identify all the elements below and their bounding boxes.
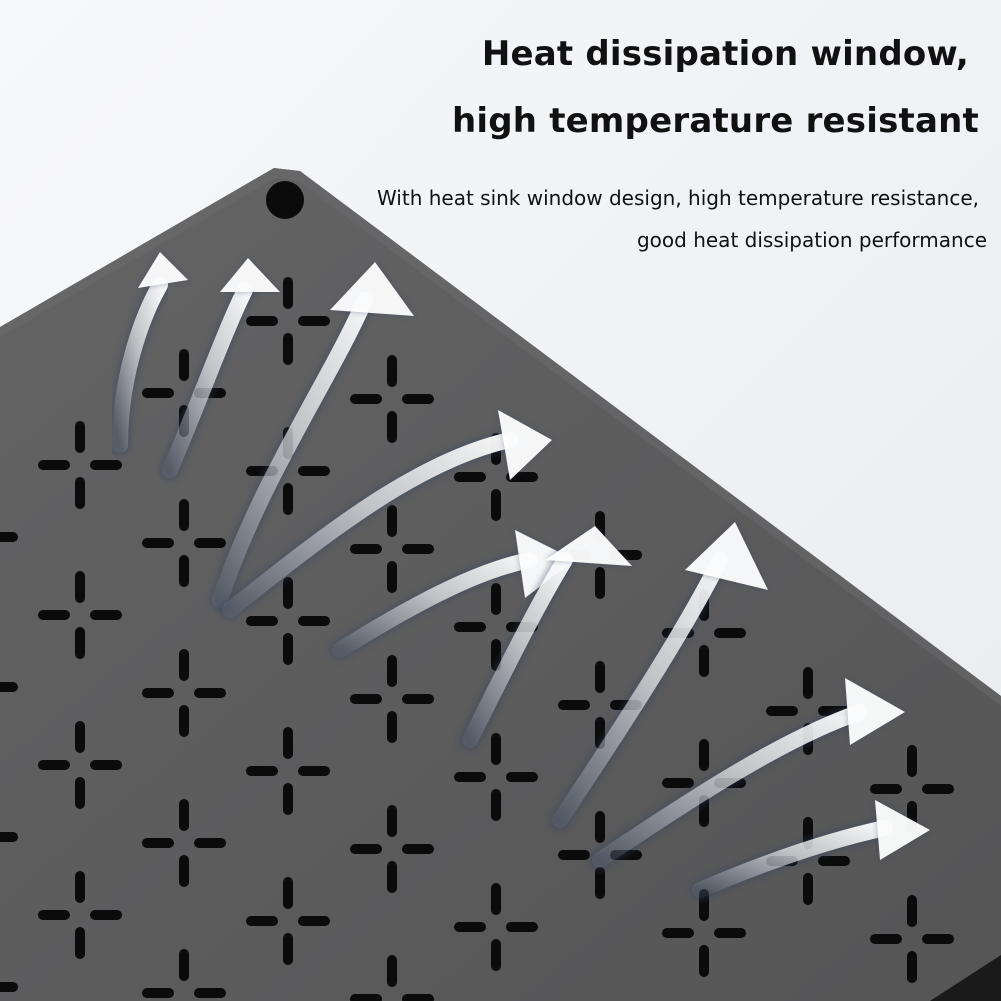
vent-slot-cross: [142, 499, 226, 587]
vent-slot-cross: [142, 799, 226, 887]
mounting-hole: [266, 181, 304, 219]
vent-slot-cross: [38, 721, 122, 809]
vent-slot-cross: [0, 982, 18, 992]
panel-bottom-edge: [930, 955, 1001, 1001]
device-panel: [0, 168, 1001, 1001]
airflow-arrow: [689, 800, 930, 901]
airflow-arrow: [159, 258, 280, 481]
vent-slot-cross: [38, 871, 122, 959]
vent-slot-cross: [142, 949, 226, 998]
vent-slot-cross: [0, 832, 18, 842]
description-line-1: With heat sink window design, high tempe…: [376, 186, 979, 210]
vent-slot-cross: [246, 277, 330, 365]
vent-slot-cross: [350, 355, 434, 443]
vent-slot-cross: [38, 421, 122, 509]
vent-slot-cross: [246, 877, 330, 965]
airflow-arrows: [109, 252, 930, 901]
airflow-arrow: [329, 530, 575, 661]
vent-slot-cross: [454, 733, 538, 821]
airflow-arrow: [209, 262, 414, 611]
vent-slot-cross: [350, 505, 434, 593]
headline-line-1: Heat dissipation window,: [481, 34, 969, 74]
vent-slot-cross: [0, 532, 18, 542]
vent-slot-cross: [870, 895, 954, 983]
headline-line-2: high temperature resistant: [451, 101, 979, 141]
vent-slot-cross: [246, 577, 330, 665]
vent-slot-cross: [350, 955, 434, 1001]
vent-slot-cross: [350, 655, 434, 743]
vent-slot-cross: [454, 883, 538, 971]
airflow-arrow: [459, 526, 632, 751]
airflow-arrow: [589, 678, 905, 871]
vent-slot-cross: [142, 649, 226, 737]
vent-slot-cross: [350, 805, 434, 893]
airflow-arrow: [109, 252, 188, 456]
vent-slot-cross: [0, 682, 18, 692]
vent-slot-cross: [38, 571, 122, 659]
airflow-arrow: [549, 522, 768, 831]
vent-slot-cross: [246, 727, 330, 815]
airflow-arrow: [219, 410, 552, 621]
description-line-2: good heat dissipation performance: [636, 228, 987, 252]
